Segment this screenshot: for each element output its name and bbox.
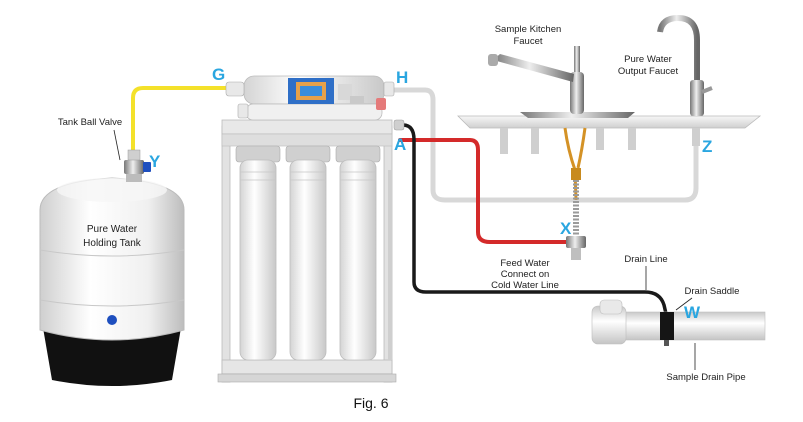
letter-h: H: [396, 68, 408, 87]
letter-x: X: [560, 219, 572, 238]
yellow-tube-tank: [131, 86, 230, 165]
figure-caption: Fig. 6: [353, 395, 388, 411]
letter-g: G: [212, 65, 225, 84]
frame-left-post: [221, 125, 231, 383]
label-tank-ball-valve: Tank Ball Valve: [58, 117, 122, 128]
tubing: [131, 86, 699, 320]
filter-housing-1: [239, 159, 277, 361]
countertop: [457, 115, 762, 154]
letter-y: Y: [149, 152, 161, 171]
kitchen-faucet: [488, 46, 635, 201]
pure-water-holding-tank: Pure Water Holding Tank: [39, 177, 185, 386]
label-drain-pipe: Sample Drain Pipe: [666, 372, 745, 383]
label-feed-line3: Cold Water Line: [491, 280, 559, 291]
tank-label-line1: Pure Water: [87, 224, 138, 235]
label-kitchen-faucet-line2: Faucet: [513, 36, 542, 47]
drain-pipe: [591, 299, 766, 346]
label-kitchen-faucet-line1: Sample Kitchen: [495, 24, 562, 35]
label-pure-faucet-line2: Output Faucet: [618, 66, 679, 77]
tank-dome: [57, 178, 167, 202]
black-tube-drain: [401, 123, 669, 320]
ro-system: [217, 75, 405, 383]
white-tube-pure-water: [387, 87, 699, 203]
label-feed-line1: Feed Water: [500, 258, 549, 269]
cold-water-line: [566, 180, 586, 260]
label-pure-faucet-line1: Pure Water: [624, 54, 672, 65]
tank-ball-valve: [124, 149, 151, 182]
red-tube-feed: [398, 138, 572, 244]
connection-letters: G H A Y Z X W: [149, 65, 712, 322]
pure-water-faucet: [657, 14, 713, 146]
tank-label-line2: Holding Tank: [83, 238, 142, 249]
label-feed-line2: Connect on: [501, 269, 550, 280]
filter-housing-3: [339, 159, 377, 361]
tank-air-valve-cap: [107, 315, 117, 325]
label-drain-saddle: Drain Saddle: [685, 286, 740, 297]
label-drain-line: Drain Line: [624, 254, 667, 265]
letter-w: W: [684, 303, 701, 322]
labels: Tank Ball Valve Sample Kitchen Faucet Pu…: [58, 24, 746, 383]
filter-housing-2: [289, 159, 327, 361]
letter-z: Z: [702, 137, 712, 156]
drain-saddle: [660, 312, 674, 340]
letter-a: A: [394, 135, 406, 154]
